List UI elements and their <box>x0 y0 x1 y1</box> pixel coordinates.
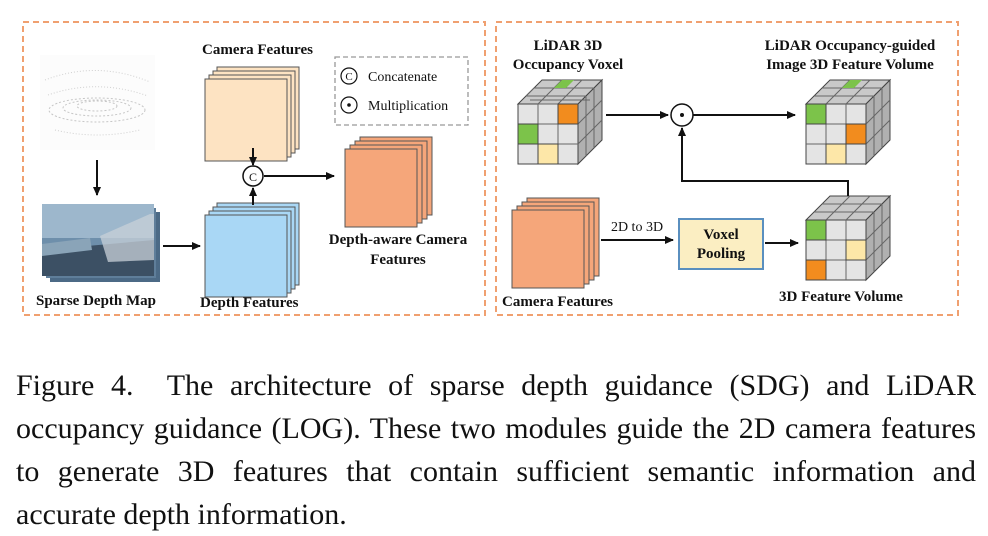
voxel-pooling-label-2: Pooling <box>697 246 746 262</box>
sparse-depth-map-label: Sparse Depth Map <box>36 293 156 309</box>
voxel-pooling-box <box>678 218 764 270</box>
right-camera-features-label: Camera Features <box>502 294 613 310</box>
sparse-depth-map-image <box>42 204 160 282</box>
lidar-3d-label-2: Occupancy Voxel <box>513 57 623 73</box>
camera-features-label: Camera Features <box>202 42 313 58</box>
sdg-panel-border <box>22 21 486 316</box>
sdg-panel: Sparse Depth Map Camera Features Depth F… <box>22 21 486 316</box>
legend-concatenate-icon <box>340 67 358 85</box>
legend-multiplication-dot <box>347 103 351 107</box>
legend-concat-symbol: C <box>345 71 352 83</box>
lidar-point-cloud-image <box>40 55 155 150</box>
two-d-to-three-d-label: 2D to 3D <box>611 220 663 235</box>
feature-volume-label: 3D Feature Volume <box>779 289 903 305</box>
figure-label: Figure 4. <box>16 369 134 402</box>
depth-features-label: Depth Features <box>200 295 299 311</box>
lidar-occupancy-voxel-cube <box>516 78 604 166</box>
lidar-3d-label-1: LiDAR 3D <box>534 38 603 54</box>
caption-text: The architecture of sparse depth guidanc… <box>16 369 977 531</box>
legend-concatenate-label: Concatenate <box>368 70 437 85</box>
volume-to-mult-arrow <box>678 127 849 196</box>
log-panel: LiDAR 3D Occupancy Voxel LiDAR Occupancy… <box>495 21 959 316</box>
feature-volume-cube <box>804 194 892 282</box>
multiplication-dot <box>680 113 684 117</box>
guided-volume-label-1: LiDAR Occupancy-guided <box>765 38 936 54</box>
depth-features-stack <box>204 202 300 298</box>
camera-features-stack <box>204 66 300 162</box>
legend: C Concatenate Multiplication <box>334 56 469 126</box>
voxel-pooling-label-1: Voxel <box>703 227 738 243</box>
guided-volume-label-2: Image 3D Feature Volume <box>766 57 934 73</box>
log-panel-border <box>495 21 959 316</box>
architecture-figure: Sparse Depth Map Camera Features Depth F… <box>22 21 959 316</box>
concat-symbol: C <box>249 170 257 184</box>
depth-aware-features-stack <box>344 136 433 228</box>
legend-multiplication-label: Multiplication <box>368 99 448 114</box>
depth-aware-label-1: Depth-aware Camera <box>329 232 468 248</box>
guided-feature-volume-cube <box>804 78 892 166</box>
figure-caption: Figure 4. The architecture of sparse dep… <box>16 364 976 536</box>
right-camera-features-stack <box>511 197 600 289</box>
depth-aware-label-2: Features <box>370 252 426 268</box>
concatenate-icon <box>242 165 264 187</box>
